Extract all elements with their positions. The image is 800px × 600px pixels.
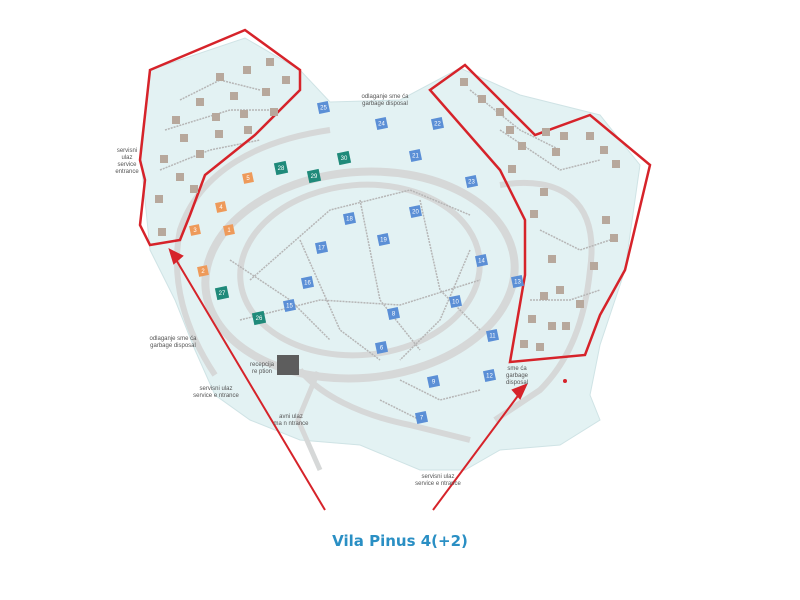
villa-9: 9 [426,374,441,389]
ring-road [201,167,519,383]
reception-building [277,355,299,375]
villa-22: 22 [430,116,445,131]
villa-number: 28 [278,166,285,172]
villa-25: 25 [316,100,331,115]
villa-15: 15 [282,298,297,313]
label-reception: recepcija re ption [249,362,274,375]
villa-number: 22 [434,122,441,128]
villa-number: 15 [286,304,293,310]
villa-number: 7 [420,416,424,422]
villa-number: 27 [219,291,226,297]
villa-number: 23 [468,180,475,186]
villa-number: 30 [341,156,348,162]
villas-grey [155,58,620,351]
villa-16: 16 [300,275,315,290]
arrow-left [174,257,326,511]
villa-number: 18 [346,217,353,223]
highlight-zones [138,28,652,364]
villa-8: 8 [386,306,401,321]
villa-number: 11 [489,334,496,340]
arrows [168,248,528,511]
villa-number: 19 [380,238,387,244]
villa-number: 16 [304,281,311,287]
service-point [563,379,567,383]
villa-number: 26 [256,316,263,322]
label-service-entrance-left: servisni ulaz service entrance [115,148,139,175]
villa-number: 5 [246,176,250,182]
villa-number: 1 [227,228,231,234]
villa-number: 2 [201,269,205,275]
villa-28: 28 [273,160,289,176]
villas-orange: 5 4 3 1 2 [189,172,254,277]
villa-11: 11 [485,328,500,343]
villa-number: 9 [432,380,436,386]
villa-number: 29 [311,174,318,180]
label-garbage-right: sme ća garbage disposal [505,366,529,386]
villa-21: 21 [408,148,423,163]
villa-number: 25 [320,106,327,112]
villa-number: 13 [514,280,521,286]
villa-10: 10 [448,294,463,309]
label-garbage-top: odlaganje sme ća garbage disposal [361,94,409,107]
villa-29: 29 [306,168,322,184]
arrow-right [432,392,521,511]
entrance-road [295,371,323,472]
villa-number: 21 [412,154,419,160]
villa-number: 3 [193,228,197,234]
villa-30: 30 [336,150,352,166]
west-road [173,127,331,377]
highlight-zone-east [428,63,652,364]
label-garbage-left: odlaganje sme ća garbage disposal [149,336,197,349]
villa-number: 8 [392,312,396,318]
villa-2: 2 [197,265,209,277]
villa-19: 19 [376,232,391,247]
villa-4: 4 [215,201,227,213]
villa-number: 17 [318,246,325,252]
villa-20: 20 [408,204,423,219]
villa-number: 6 [380,346,384,352]
arrow-right-head [511,383,528,400]
villa-number: 4 [219,205,223,211]
villa-7: 7 [414,410,429,425]
label-service-entrance-bottom-left: servisni ulaz service e ntrance [193,386,239,399]
villa-17: 17 [314,240,329,255]
villa-number: 20 [412,210,419,216]
villa-24: 24 [374,116,389,131]
villa-12: 12 [482,368,497,383]
villa-3: 3 [189,224,201,236]
map-caption: Vila Pinus 4(+2) [332,532,468,550]
villa-6: 6 [374,340,389,355]
label-service-entrance-bottom-right: servisni ulaz service e ntrance [415,474,461,487]
villa-14: 14 [474,253,489,268]
villa-number: 10 [452,300,459,306]
highlight-zone-northwest [138,28,302,247]
villa-number: 12 [486,374,493,380]
villa-1: 1 [223,224,235,236]
villas-blue: 25 24 22 21 23 20 19 18 17 16 15 14 13 10 11 12 9 8 7 6 [282,100,525,425]
villa-5: 5 [242,172,254,184]
label-main-entrance: avni ulaz ma n ntrance [273,414,309,427]
south-road [297,368,471,443]
villa-27: 27 [214,285,230,301]
villa-23: 23 [464,174,479,189]
villa-number: 24 [378,122,385,128]
villa-18: 18 [342,211,357,226]
arrow-left-head [168,248,184,265]
villa-26: 26 [251,310,267,326]
villa-number: 14 [478,259,485,265]
villas-green: 28 29 30 27 26 [214,150,352,326]
villa-13: 13 [510,274,525,289]
